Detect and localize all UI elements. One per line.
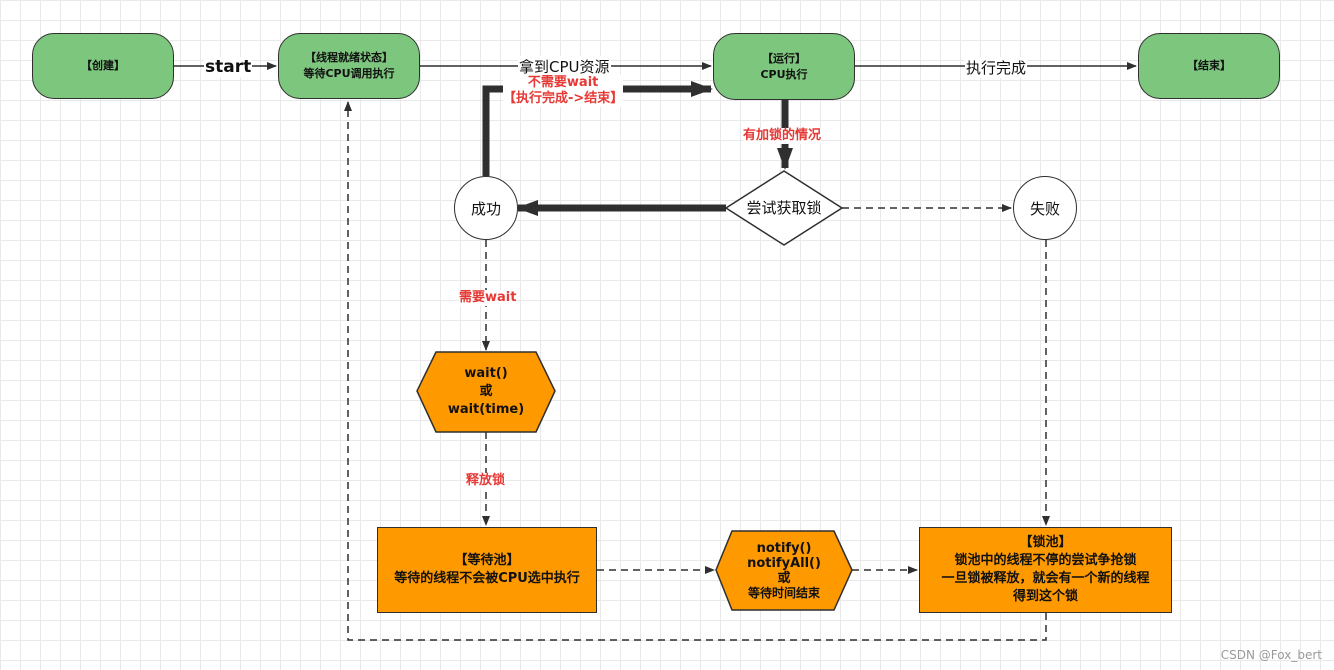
node-try-lock: 尝试获取锁 (726, 171, 842, 245)
edge-success-running (482, 81, 713, 176)
node-ready-title: 【线程就绪状态】 (305, 51, 393, 64)
node-ready: 【线程就绪状态】 等待CPU调用执行 (278, 33, 420, 99)
try-lock-diamond (724, 170, 844, 246)
notify-line-4: 等待时间结束 (747, 585, 820, 600)
wait-call-hexagon (416, 351, 556, 433)
node-end-label: 【结束】 (1187, 59, 1231, 72)
wait-call-line-3: wait(time) (447, 402, 525, 417)
node-fail-label: 失败 (1029, 199, 1060, 218)
node-success: 成功 (454, 176, 518, 240)
label-release-lock: 释放锁 (466, 473, 506, 489)
notify-hexagon (715, 530, 853, 611)
lock-pool-title: 【锁池】 (1019, 535, 1072, 550)
watermark: CSDN @Fox_bert (1220, 648, 1322, 662)
node-running-desc: CPU执行 (760, 67, 808, 81)
node-fail: 失败 (1013, 176, 1077, 240)
node-try-lock-label: 尝试获取锁 (746, 199, 822, 217)
label-no-wait-line-2: 【执行完成->结束】 (503, 91, 624, 106)
lock-pool-line-2: 一旦锁被释放，就会有一个新的线程 (941, 571, 1150, 586)
node-create: 【创建】 (32, 33, 174, 99)
label-has-lock: 有加锁的情况 (743, 128, 822, 144)
node-lock-pool: 【锁池】 锁池中的线程不停的尝试争抢锁 一旦锁被释放，就会有一个新的线程 得到这… (919, 527, 1172, 613)
lock-pool-line-1: 锁池中的线程不停的尝试争抢锁 (954, 553, 1137, 568)
node-running-title: 【运行】 (762, 51, 806, 65)
node-success-label: 成功 (470, 199, 501, 218)
wait-pool-title: 【等待池】 (454, 553, 520, 568)
node-notify: notify() notifyAll() 或 等待时间结束 (716, 531, 852, 610)
label-need-wait: 需要wait (459, 290, 517, 306)
wait-call-line-1: wait() (464, 366, 508, 381)
label-no-wait-line-1: 不需要wait (527, 75, 599, 90)
notify-line-2: notifyAll() (747, 555, 821, 571)
node-running: 【运行】 CPU执行 (713, 33, 855, 100)
node-end: 【结束】 (1138, 33, 1280, 99)
node-create-label: 【创建】 (81, 59, 125, 72)
node-wait-call: wait() 或 wait(time) (417, 352, 555, 432)
wait-call-line-2: 或 (479, 384, 493, 399)
notify-line-1: notify() (756, 540, 812, 556)
lock-pool-line-3: 得到这个锁 (1012, 589, 1078, 604)
label-start: start (204, 57, 253, 77)
wait-pool-desc: 等待的线程不会被CPU选中执行 (394, 571, 580, 586)
node-wait-pool: 【等待池】 等待的线程不会被CPU选中执行 (377, 527, 597, 613)
notify-line-3: 或 (777, 570, 791, 586)
label-no-wait: 不需要wait 【执行完成->结束】 (503, 75, 624, 107)
node-ready-desc: 等待CPU调用执行 (303, 67, 395, 80)
label-finish: 执行完成 (965, 57, 1028, 78)
edge-lockpool-ready (344, 101, 1047, 641)
label-get-cpu: 拿到CPU资源 (518, 56, 611, 77)
